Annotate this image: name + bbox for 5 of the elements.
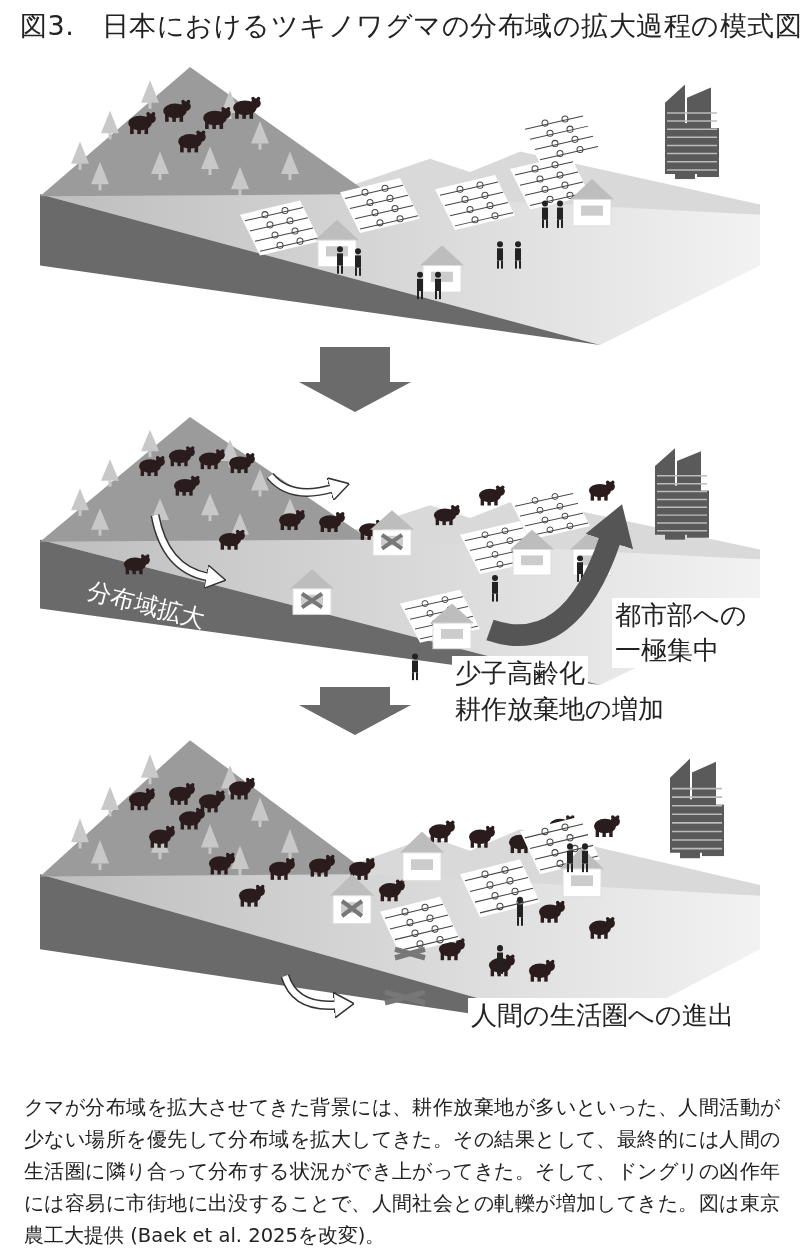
figure-title: 図3. 日本におけるツキノワグマの分布域の拡大過程の模式図 xyxy=(20,9,800,43)
caption-text: クマが分布域を拡大させてきた背景には、耕作放棄地が多いといった、人間活動が少ない場所を優先して分布域を拡大してきた。その結果として、最終的には人間の生活圏に隣り合って分布する状況ができ上がってきた。そして、ドングリの凶作年には容易に市街地に出没することで、人間社会との軋轢が増加してきた。図は東京農工大提供 (Baek et al. 2025を改変)。 xyxy=(24,1095,780,1249)
annotation-text: 分布域拡大 xyxy=(84,575,209,636)
block-arrow xyxy=(299,687,411,735)
block-arrow xyxy=(299,347,411,412)
